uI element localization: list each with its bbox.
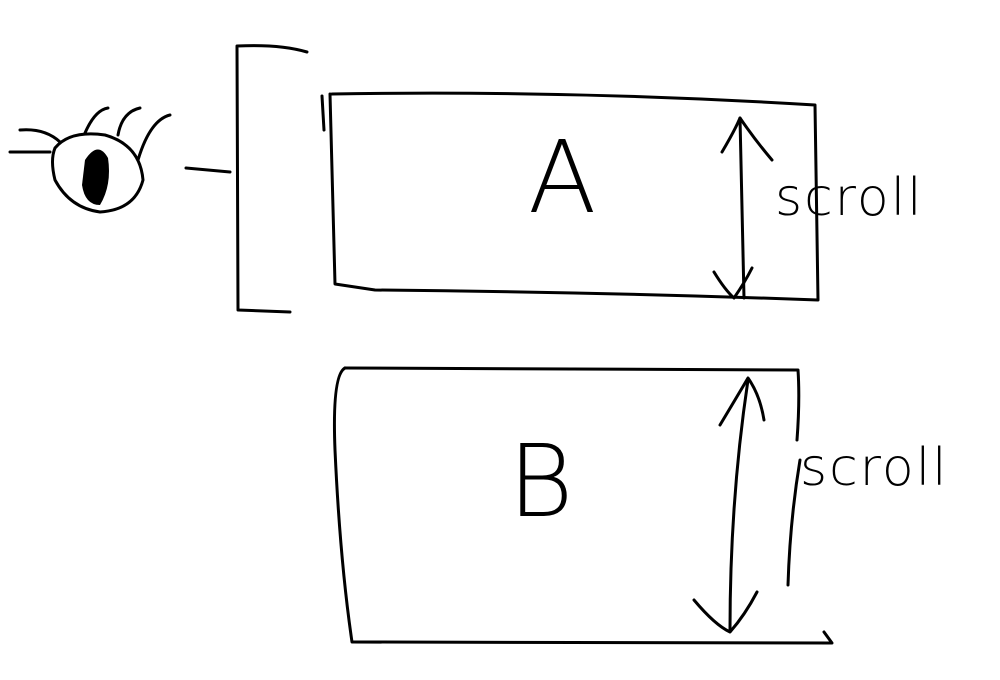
panel-b-box	[332, 366, 834, 645]
panel-a-scroll-arrow	[712, 116, 774, 300]
panel-b-scroll-label: scroll	[800, 438, 949, 498]
panel-a-label: A	[528, 119, 597, 236]
panel-a-scroll-label: scroll	[775, 168, 924, 228]
panel-a-box	[320, 91, 820, 302]
panel-b-scroll-arrow	[692, 376, 766, 634]
panel-b-label: B	[508, 423, 574, 540]
eye-icon	[8, 106, 232, 214]
viewport-bracket	[235, 44, 309, 314]
